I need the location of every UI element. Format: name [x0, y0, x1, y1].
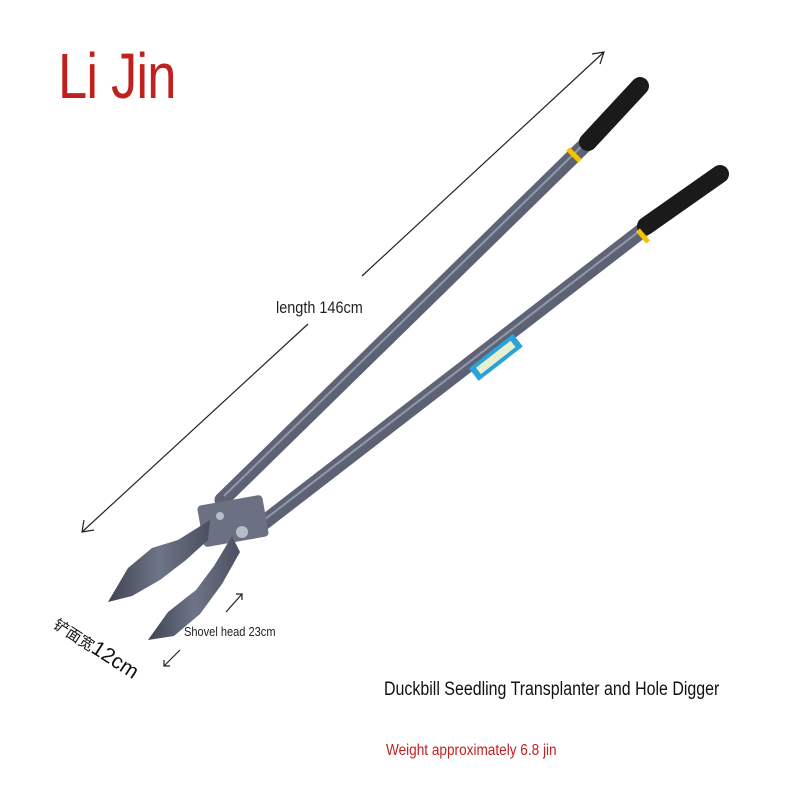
lower-handle: [254, 165, 729, 532]
upper-handle: [214, 77, 649, 508]
head-arrow: [163, 593, 243, 667]
length-label: length 146cm: [276, 298, 363, 317]
shovel-head-label: Shovel head 23cm: [184, 624, 276, 639]
length-arrow: [81, 51, 605, 533]
brand-name: Li Jin: [58, 40, 176, 112]
weight-label: Weight approximately 6.8 jin: [386, 742, 557, 759]
hinge: [197, 495, 269, 547]
product-title: Duckbill Seedling Transplanter and Hole …: [384, 679, 720, 700]
duckbill-blades: [108, 520, 240, 640]
